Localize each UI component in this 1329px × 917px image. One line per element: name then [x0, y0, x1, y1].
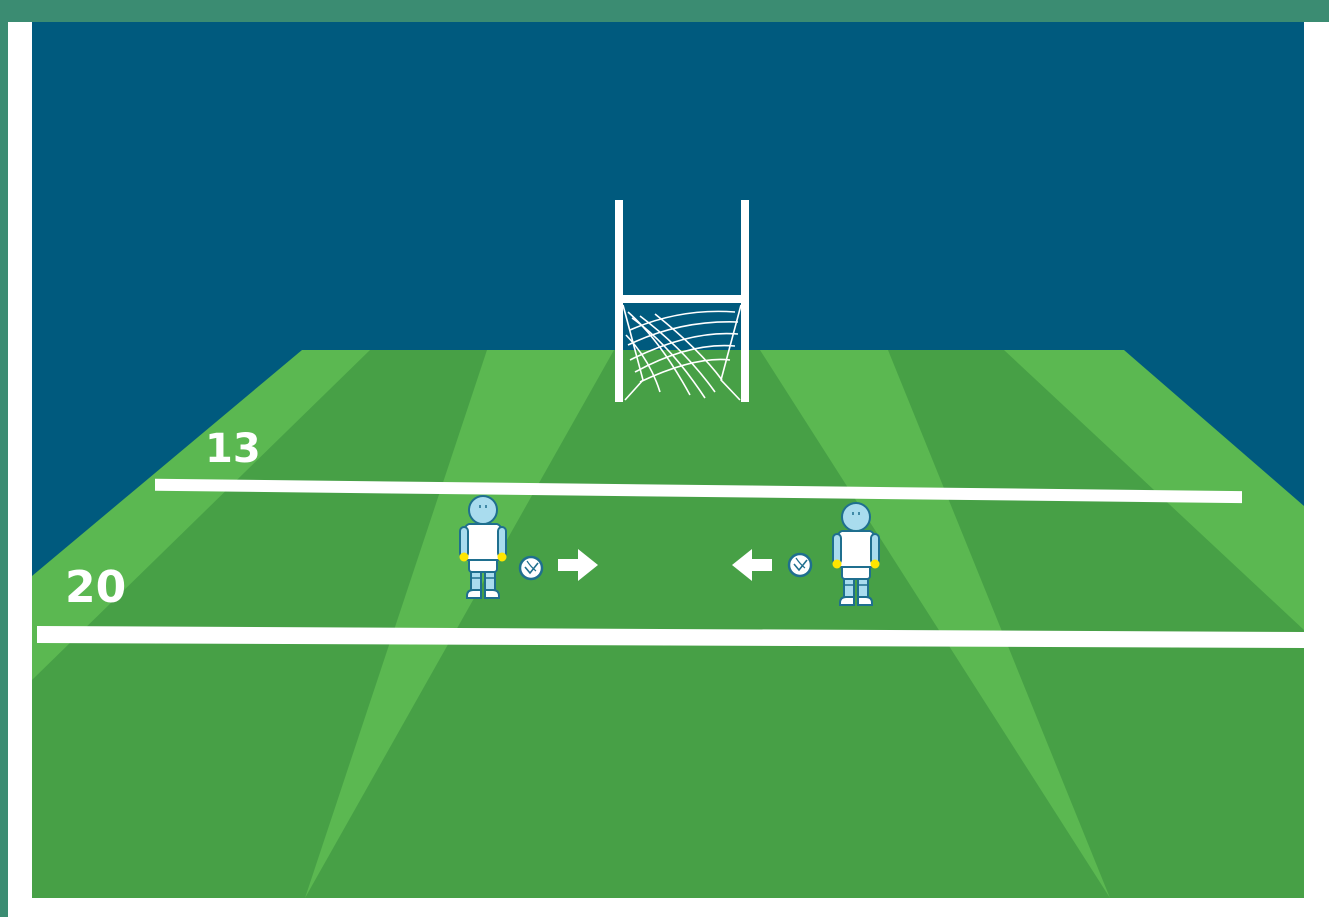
football-icon [520, 557, 542, 579]
frame-right [1304, 22, 1329, 917]
line-13-label: 13 [205, 426, 261, 472]
football-icon [789, 554, 811, 576]
frame-left [8, 22, 32, 917]
line-20-label: 20 [65, 562, 126, 613]
frame-bottom [32, 898, 1304, 917]
